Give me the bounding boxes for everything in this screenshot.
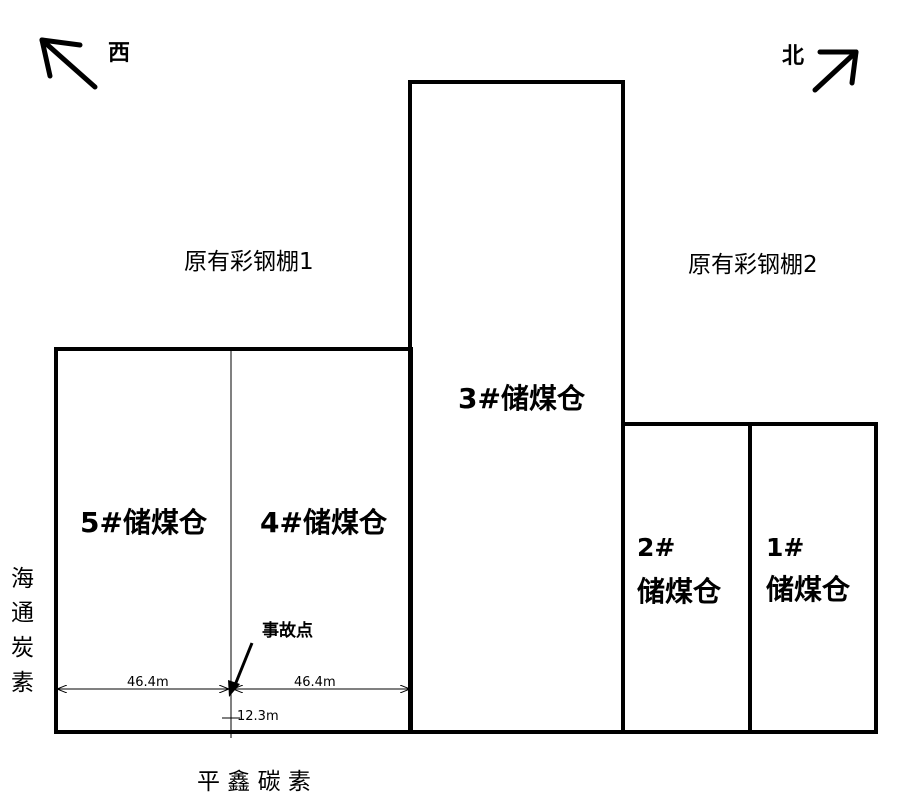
north-arrow-icon xyxy=(812,49,859,93)
bin4-label: 4#储煤仓 xyxy=(260,506,388,539)
west-arrow-icon xyxy=(39,37,98,90)
bin2-number: 2# xyxy=(637,533,675,562)
building-outline xyxy=(54,80,878,734)
bin2-name: 储煤仓 xyxy=(637,575,722,608)
bin1-name: 储煤仓 xyxy=(766,573,851,606)
north-label: 北 xyxy=(782,44,804,69)
dimension-right-label: 46.4m xyxy=(294,675,336,690)
neighbor-west-char-1: 海 xyxy=(11,566,34,592)
neighbor-west-char-3: 炭 xyxy=(11,635,34,661)
bin5-label: 5#储煤仓 xyxy=(80,506,208,539)
neighbor-south-label: 平 鑫 碳 素 xyxy=(197,769,311,795)
shed1-label: 原有彩钢棚1 xyxy=(184,249,314,275)
dimension-depth-label: 12.3m xyxy=(237,709,279,724)
neighbor-west-char-4: 素 xyxy=(11,670,34,696)
accident-label: 事故点 xyxy=(262,620,313,641)
bin1-number: 1# xyxy=(766,533,804,562)
shed2-label: 原有彩钢棚2 xyxy=(688,252,818,278)
bin3-label: 3#储煤仓 xyxy=(458,382,586,415)
west-label: 西 xyxy=(108,41,130,66)
dimension-left-label: 46.4m xyxy=(127,675,169,690)
neighbor-west-char-2: 通 xyxy=(11,600,34,626)
dimension-line-depth xyxy=(222,692,240,730)
